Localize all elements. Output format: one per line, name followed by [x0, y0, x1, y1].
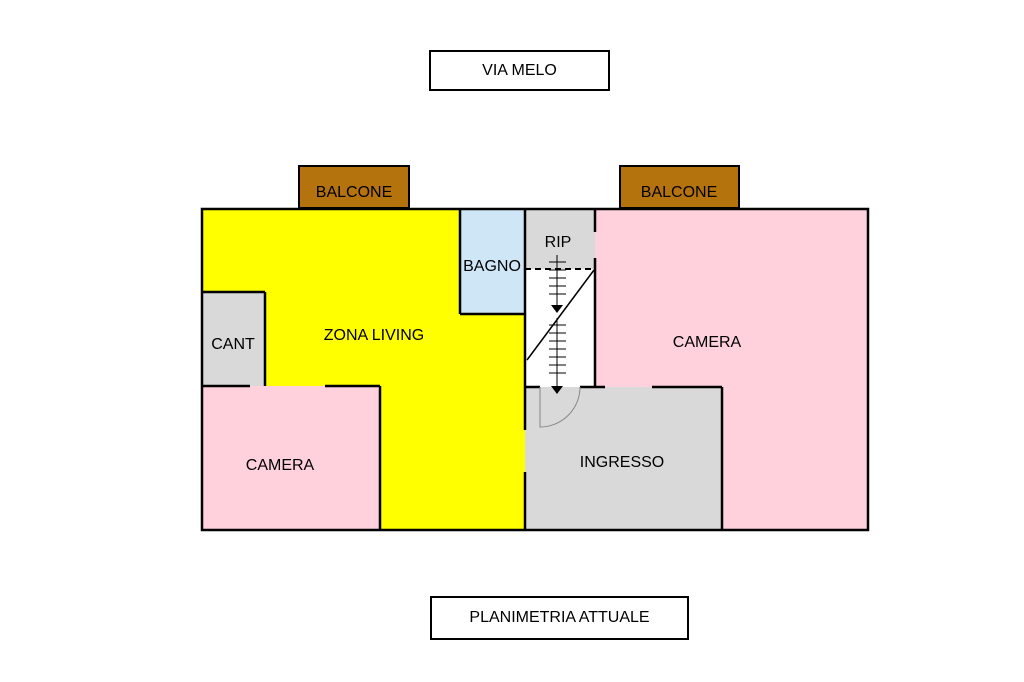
label-zona-living: ZONA LIVING [324, 327, 424, 344]
label-bagno: BAGNO [463, 258, 521, 275]
room-camera-left [202, 386, 380, 530]
label-camera-left: CAMERA [246, 457, 315, 474]
room-bagno [460, 209, 525, 314]
street-label: VIA MELO [429, 50, 610, 91]
stair-arrow-down-icon [551, 305, 563, 313]
label-ingresso: INGRESSO [580, 454, 664, 471]
label-cant: CANT [211, 336, 255, 353]
label-balcone-right: BALCONE [641, 184, 717, 201]
room-cant [202, 292, 265, 386]
plan-caption: PLANIMETRIA ATTUALE [430, 596, 689, 640]
outer-wall [200, 207, 870, 532]
door-swing-icon [539, 386, 581, 428]
room-rip [525, 209, 595, 269]
stair-treads [549, 255, 566, 386]
room-camera-right [595, 209, 868, 530]
balcony-right [619, 165, 740, 209]
interior-walls [202, 209, 724, 530]
room-ingresso [525, 387, 722, 530]
label-camera-right: CAMERA [673, 334, 742, 351]
stair-arrow-down-icon [551, 386, 563, 394]
label-rip: RIP [545, 234, 572, 251]
stair-area [525, 269, 595, 387]
stair-diagonal [526, 269, 595, 361]
room-zona-living [202, 209, 525, 530]
label-balcone-left: BALCONE [316, 184, 392, 201]
